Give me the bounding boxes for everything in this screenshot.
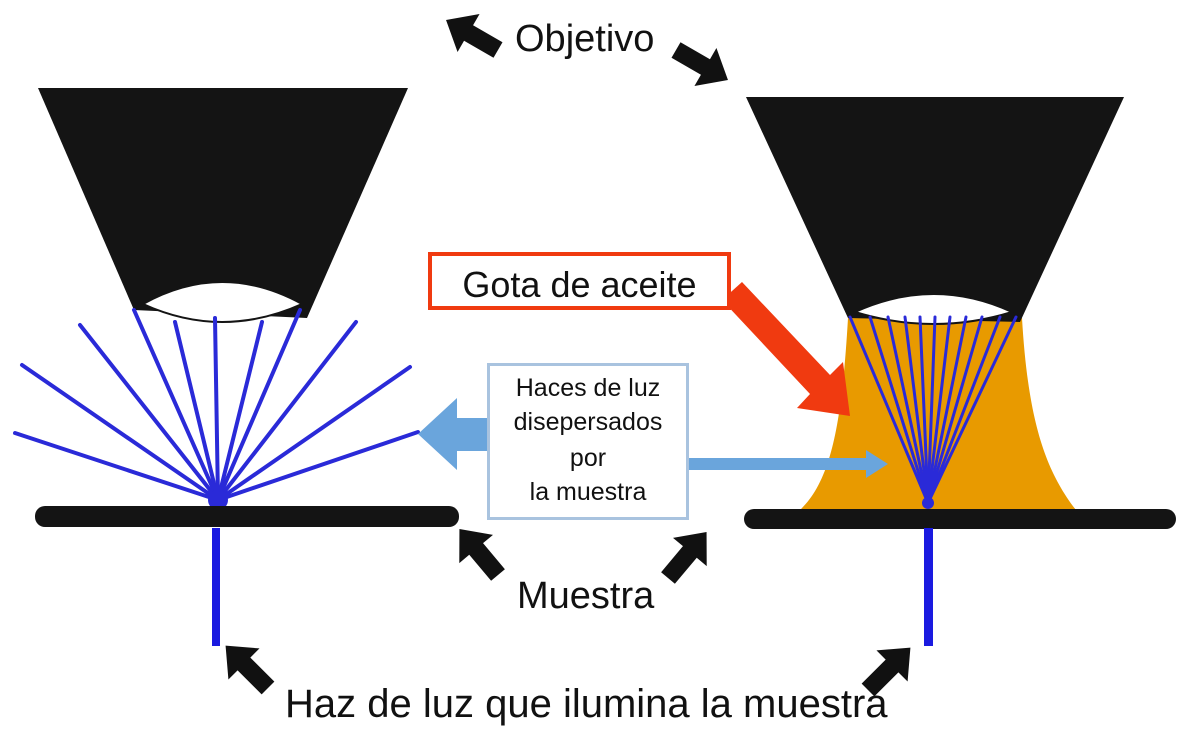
light-ray: [216, 365, 412, 502]
light-ray: [173, 320, 220, 502]
scattered-rays-label-line: por: [569, 444, 607, 472]
light-ray: [926, 315, 984, 505]
right-sample-slide: [744, 509, 1176, 529]
light-ray: [216, 430, 420, 502]
left-sample-slide: [35, 506, 459, 527]
right-objective-cone: [746, 97, 1124, 322]
sample-label: Muestra: [517, 575, 655, 617]
light-ray: [926, 315, 968, 505]
left-objective-cone: [38, 88, 408, 318]
light-ray: [216, 308, 302, 502]
oil-drop-label: Gota de aceite: [462, 264, 697, 305]
oil-drop-callout: Gota de aceite: [428, 252, 731, 310]
light-ray: [903, 315, 930, 505]
pointer-arrow-icon: [435, 0, 509, 70]
light-ray: [926, 315, 1018, 505]
light-ray: [213, 316, 220, 502]
illumination-beam-label: Haz de luz que ilumina la muestra: [285, 682, 888, 726]
pointer-arrow-icon: [651, 517, 724, 593]
light-ray: [926, 315, 952, 505]
oil-callout-arrow-icon: [722, 282, 850, 416]
pointer-arrow-icon: [442, 514, 515, 590]
right-focus-point: [922, 497, 934, 509]
left-illumination-beam: [212, 528, 220, 646]
scattered-rays-callout: Haces de luz disepersados por la muestra: [487, 363, 689, 520]
left-scattered-light-rays: [13, 308, 420, 502]
right-objective-lens: [852, 293, 1015, 325]
objective-label: Objetivo: [515, 18, 655, 60]
scattered-rays-label-line: disepersados: [513, 408, 663, 436]
left-objective: [38, 88, 408, 323]
light-ray: [132, 308, 220, 502]
right-focused-light-rays: [848, 315, 1018, 505]
left-objective-lens: [140, 281, 305, 323]
light-ray: [848, 315, 930, 505]
left-focus-point: [208, 490, 228, 510]
light-ray: [216, 320, 264, 502]
pointer-arrow-icon: [210, 630, 284, 704]
light-ray: [216, 320, 358, 502]
light-ray: [918, 315, 930, 505]
scatter-left-arrow-icon: [418, 398, 500, 470]
light-ray: [868, 315, 930, 505]
scattered-rays-label-line: la muestra: [529, 478, 647, 506]
light-ray: [926, 315, 1002, 505]
light-ray: [78, 323, 220, 502]
pointer-arrow-icon: [665, 30, 739, 100]
scatter-right-arrow-icon: [686, 450, 888, 478]
right-objective: [746, 97, 1124, 325]
light-ray: [13, 431, 220, 502]
light-ray: [926, 315, 937, 505]
scattered-rays-label-line: Haces de luz: [515, 374, 661, 402]
right-illumination-beam: [924, 528, 933, 646]
light-ray: [20, 363, 220, 502]
light-ray: [886, 315, 930, 505]
